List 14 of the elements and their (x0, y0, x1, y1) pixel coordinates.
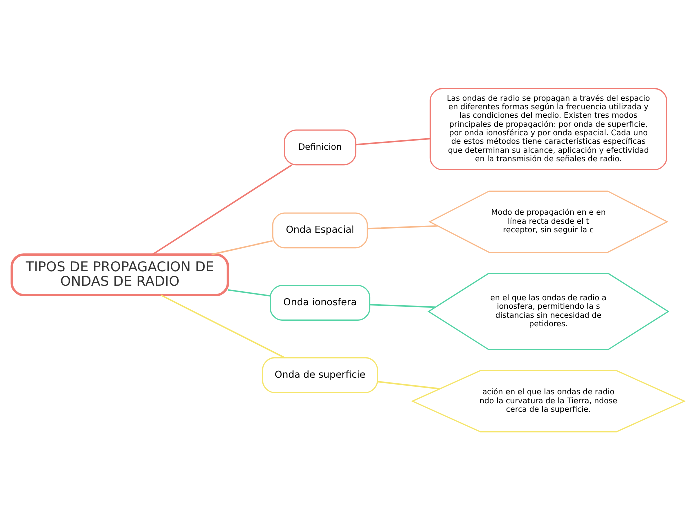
connector (356, 138, 431, 146)
node-box: TIPOS DE PROPAGACION DE ONDAS DE RADIO (10, 253, 230, 296)
node-box: Definicion (284, 129, 357, 166)
connector (370, 304, 436, 308)
node-box: Las ondas de radio se propagan a través del espacio en diferentes formas según la frecuencia utilizada y las condiciones del medio. Existen tres modos principales de propagación: por onda de superficie, por onda ionosférica y por onda espacial. Cada uno de estos métodos tiene características específicas que determinan su alcance, aplicación y efectividad en la transmisión de señales de radio. (430, 88, 668, 170)
connector (212, 240, 273, 255)
connector (368, 224, 438, 230)
node-box: Onda Espacial (272, 212, 368, 248)
connector (228, 288, 270, 296)
connector (152, 164, 292, 255)
node-box: Onda de superficie (262, 356, 378, 393)
node-box: Onda ionosfera (270, 284, 371, 320)
connector (160, 294, 286, 358)
connector (378, 380, 440, 390)
